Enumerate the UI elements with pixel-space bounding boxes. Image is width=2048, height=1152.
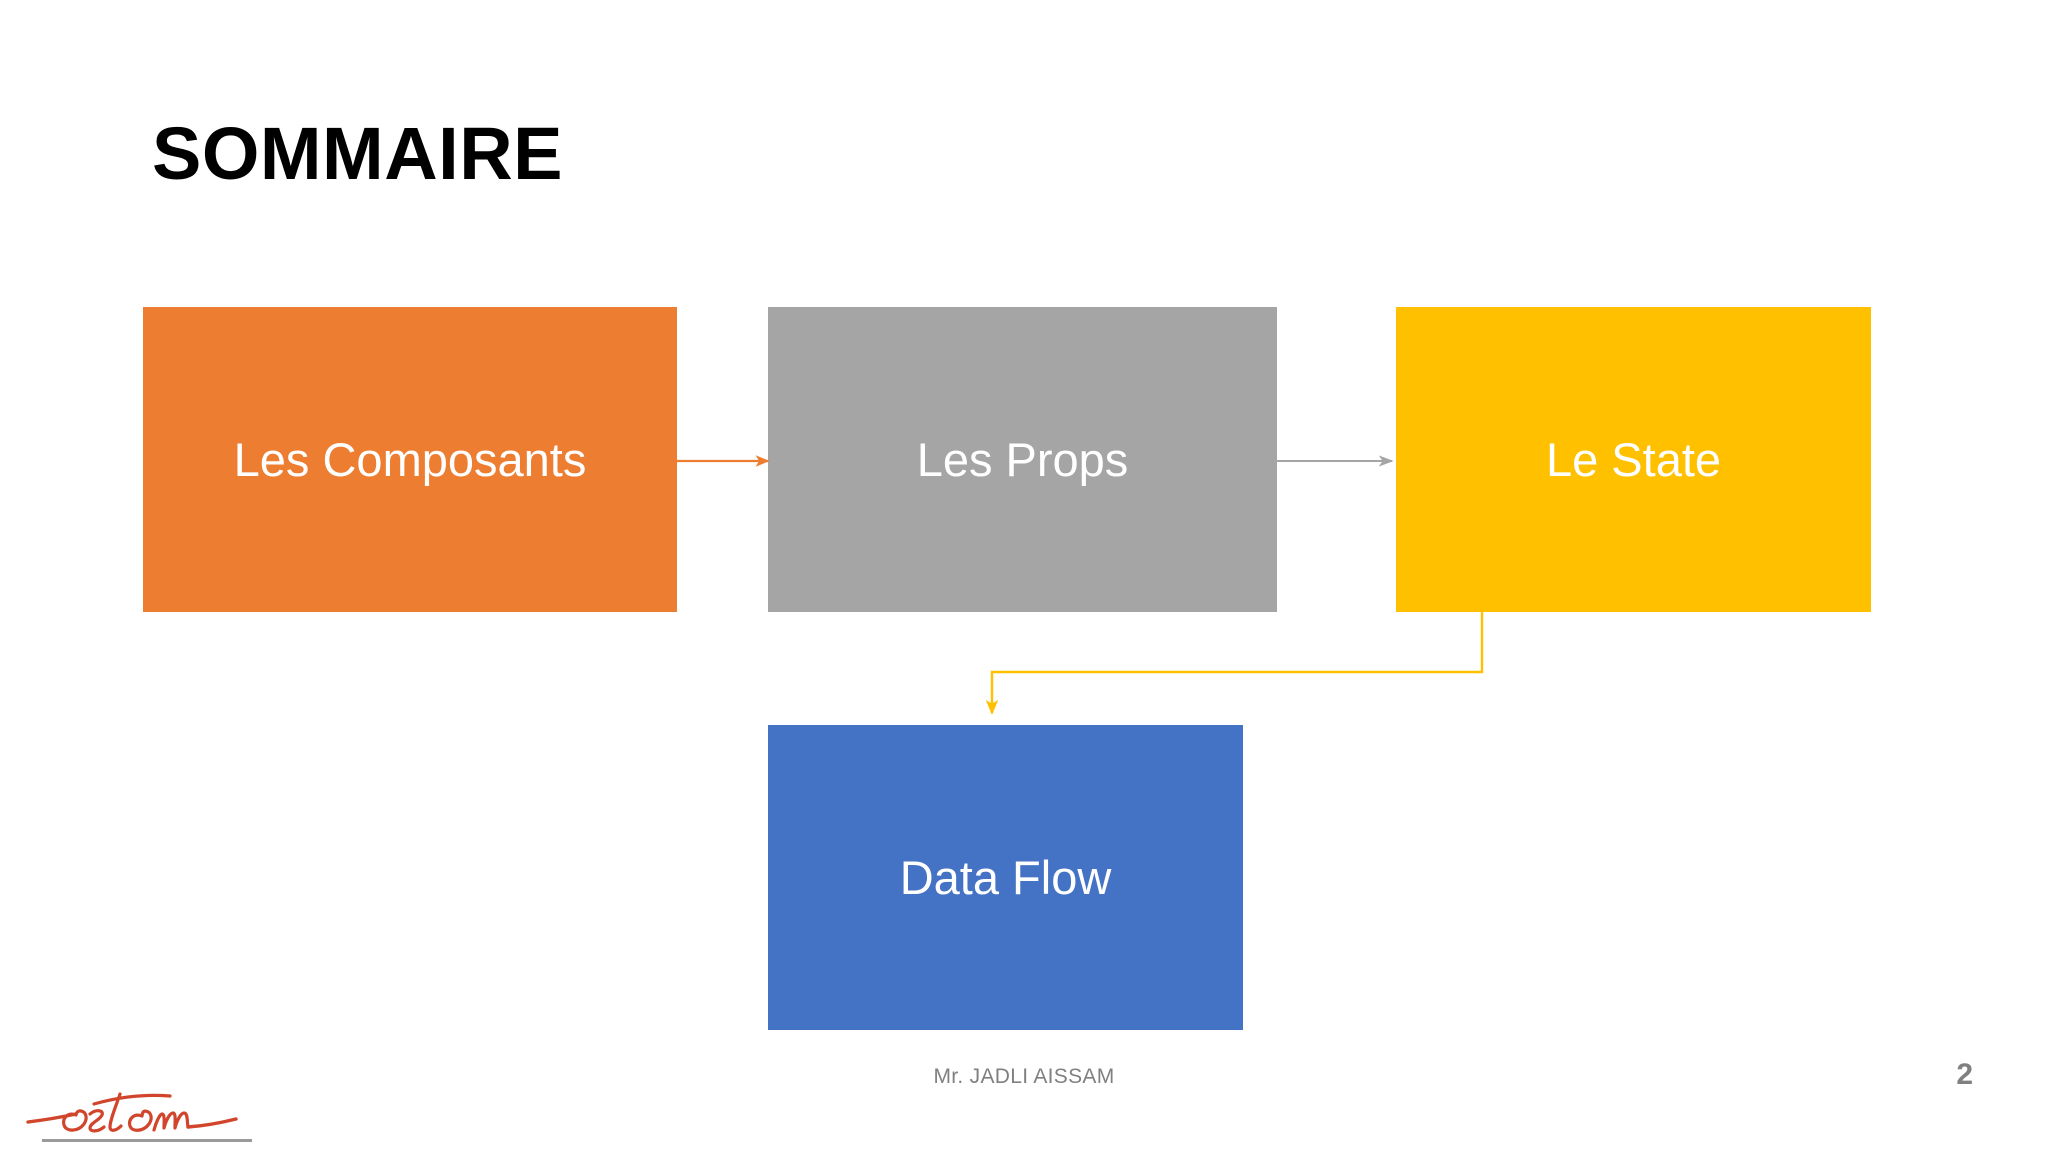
arrow-props-to-state-icon (1277, 455, 1394, 467)
diagram-node-composants[interactable]: Les Composants (143, 307, 677, 612)
diagram-node-label: Le State (1545, 432, 1722, 486)
diagram-node-dataflow[interactable]: Data Flow (768, 725, 1243, 1030)
footer-author: Mr. JADLI AISSAM (933, 1065, 1115, 1088)
diagram-node-state[interactable]: Le State (1396, 307, 1871, 612)
diagram-node-label: Les Props (916, 432, 1129, 486)
page-title: SOMMAIRE (152, 112, 563, 195)
diagram-node-label: Data Flow (899, 850, 1112, 904)
arrow-state-to-dataflow-icon (985, 609, 1484, 715)
arrow-composants-to-props-icon (677, 455, 770, 467)
diagram-node-label: Les Composants (233, 432, 587, 486)
diagram-node-props[interactable]: Les Props (768, 307, 1277, 612)
estem-logo-icon (26, 1092, 252, 1142)
page-number: 2 (1956, 1058, 1973, 1091)
